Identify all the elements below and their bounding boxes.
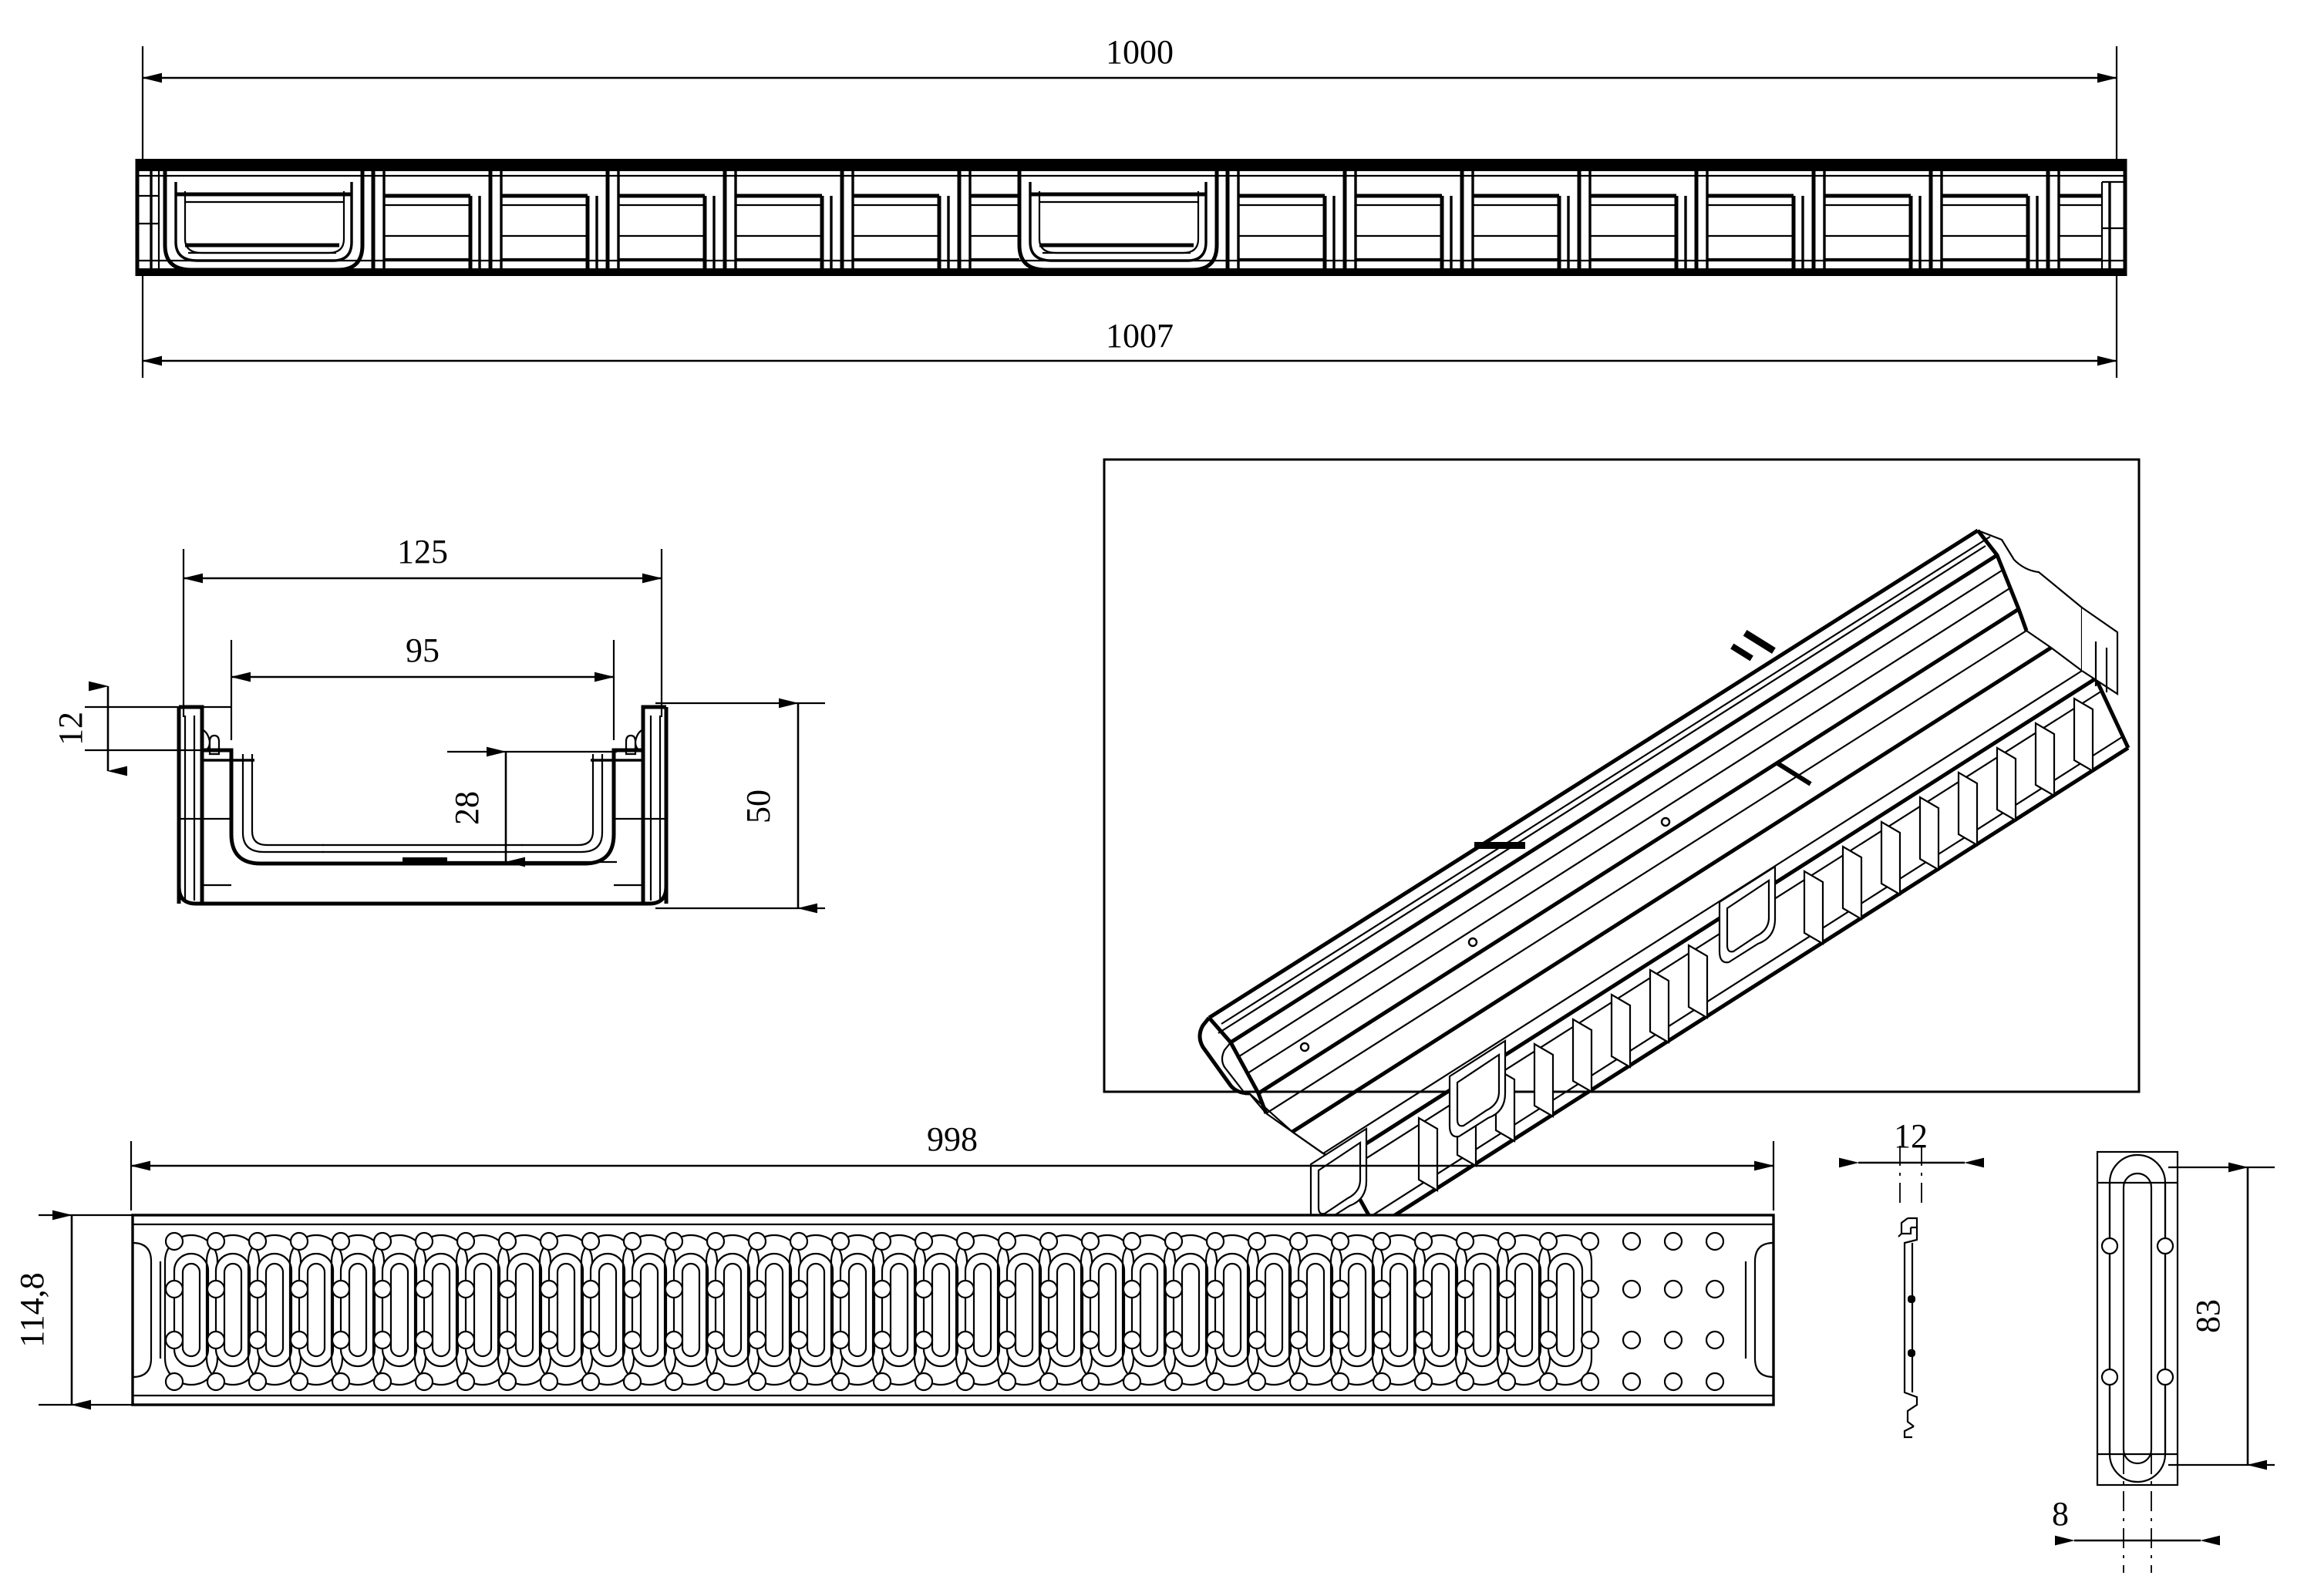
view-grate-plan: 998 114,8 [13,1120,1775,1410]
view-slot-detail: 83 8 [2052,1150,2275,1573]
body-top-rail [137,159,2125,171]
grate-plan-body [131,1214,1775,1406]
cross-section-profile [177,705,669,906]
grate-corner-tl [132,1241,153,1262]
isometric-hole-3 [1299,1042,1310,1052]
grate-corner-tr [1753,1241,1774,1262]
view-isometric [1103,458,2141,1230]
dimension-label-12-section: 12 [52,712,89,746]
isometric-marking-1 [1743,629,1776,654]
isometric-marking-3 [1474,842,1525,849]
body-left-end-cap [135,159,160,276]
dimension-label-998: 998 [927,1120,978,1158]
body-large-opening-left [163,171,365,272]
dimension-label-125: 125 [397,533,448,571]
isometric-hole-1 [1660,817,1671,827]
isometric-marking-2 [1730,643,1753,662]
slot-detail-hole-tl [2100,1237,2119,1255]
dimension-label-95: 95 [406,631,440,669]
dimension-label-1148: 114,8 [13,1272,51,1347]
grate-section-boss-1 [1908,1295,1915,1303]
view-cross-section: 125 95 12 28 50 [52,533,825,914]
dimension-label-1000: 1000 [1106,33,1174,71]
dimension-label-8: 8 [2052,1495,2069,1533]
isometric-marking-4 [1775,760,1812,786]
body-bottom-rail [137,268,2125,276]
section-bottom [202,843,643,906]
isometric-left-end [1197,1016,1376,1228]
grate-section-boss-2 [1908,1349,1915,1357]
dimension-label-1007: 1007 [1106,317,1174,355]
slot-detail-hole-br [2156,1368,2174,1386]
slot-detail-hole-bl [2100,1368,2119,1386]
isometric-hole-2 [1467,937,1478,948]
view-grate-section: 12 [1839,1117,1984,1439]
body-rib-pattern [371,171,2102,270]
grate-corner-br [1753,1358,1774,1379]
grate-hole-row-top [164,1231,1725,1251]
isometric-opening-upper [1718,864,1777,964]
isometric-right-end [1977,529,2119,696]
grate-corner-bl [132,1358,153,1379]
grate-slot-array [163,1234,1593,1386]
dimension-label-83: 83 [2189,1299,2227,1333]
bottom-marker [403,857,447,862]
grate-hole-row-bottom [164,1372,1725,1392]
slot-detail-inner-slot [2122,1172,2153,1465]
body-large-opening-right [1017,171,1219,272]
view-top-elevation: 1000 [135,33,2127,378]
isometric-view-frame [1103,458,2141,1093]
isometric-opening-lower [1448,1039,1507,1138]
slot-detail-hole-tr [2156,1237,2174,1255]
dimension-label-50: 50 [739,790,777,823]
channel-body-elevation [135,159,2127,276]
section-right-wall [521,705,669,906]
dimension-label-12-grate: 12 [1894,1117,1928,1155]
dimension-label-28: 28 [448,791,486,825]
grate-hole-row-upper-mid [164,1279,1725,1299]
grate-hole-row-lower-mid [164,1330,1725,1350]
grate-edge-profile [1898,1217,1918,1439]
isometric-channel-body [1197,528,2131,1230]
grate-hole-array [164,1231,1725,1392]
